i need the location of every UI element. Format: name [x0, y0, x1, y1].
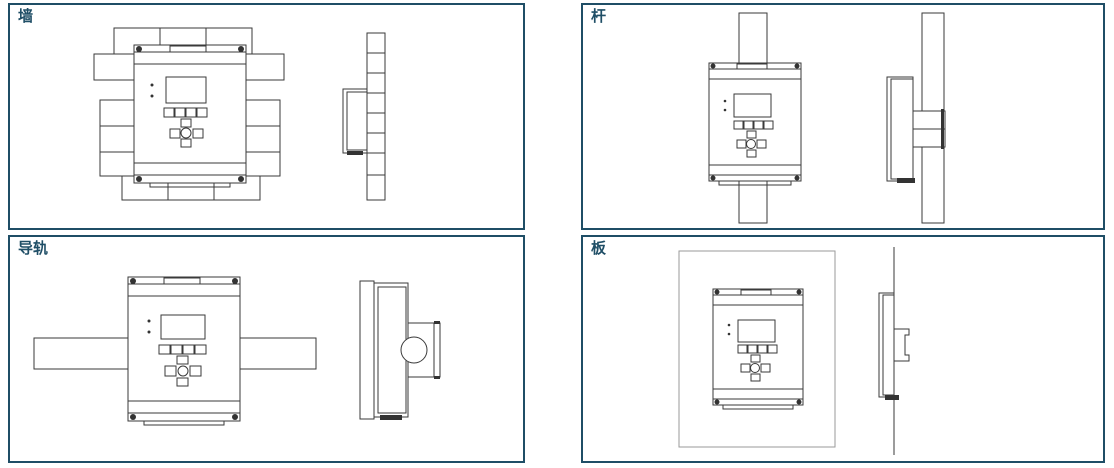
controller-side-wall — [342, 32, 386, 201]
controller-side-plate — [878, 247, 910, 455]
plate-mount-panel: 板 — [581, 235, 1105, 463]
wall-mount-panel: 墙 — [8, 3, 525, 230]
plate-mount-label: 板 — [591, 239, 607, 257]
pole-mount-label: 杆 — [591, 7, 607, 25]
plate-mount-diagram — [678, 247, 910, 455]
wall-mount-diagram — [93, 27, 386, 201]
rail-mount-diagram — [33, 276, 441, 426]
controller-front — [127, 276, 241, 426]
pole-mount-diagram — [708, 12, 946, 224]
rail-mount-panel: 导轨 — [8, 235, 525, 463]
rail-mount-label: 导轨 — [18, 239, 49, 257]
wall-mount-label: 墙 — [18, 7, 34, 25]
controller-front — [708, 62, 802, 186]
controller-front — [712, 288, 804, 410]
controller-side-rail — [359, 280, 441, 420]
pole-mount-panel: 杆 — [581, 3, 1105, 230]
controller-side-pole — [886, 12, 946, 224]
controller-front — [133, 44, 247, 188]
